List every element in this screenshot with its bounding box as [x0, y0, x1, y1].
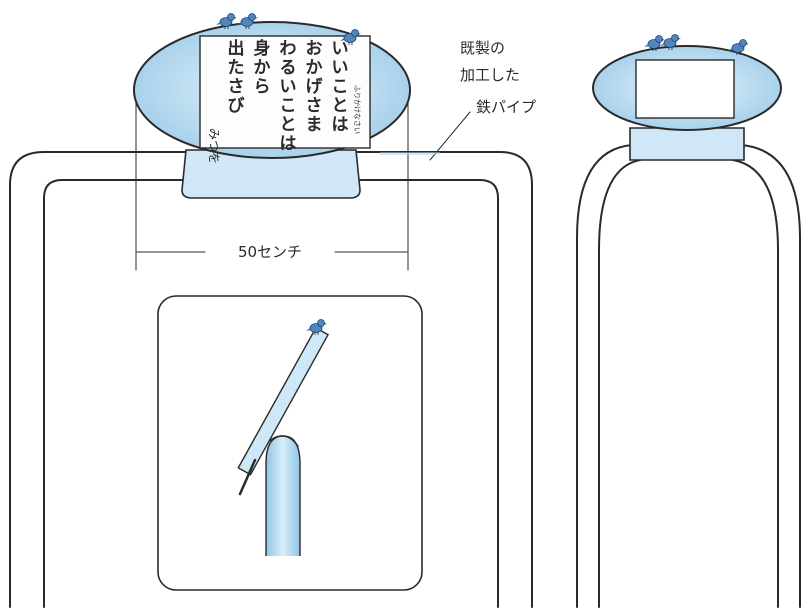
calligraphy-column: おかげさま	[306, 39, 324, 135]
sign-neck	[181, 149, 361, 199]
side-note: ふりかけなさい	[353, 85, 361, 134]
annotation-line-1: 既製の	[460, 39, 505, 57]
side-view-frame	[576, 45, 801, 608]
calligraphy-column: いいことは	[332, 39, 349, 135]
annotation-line-3: 鉄パイプ	[476, 98, 536, 116]
pipe-annotation: 既製の 加工した 鉄パイプ	[429, 39, 536, 161]
annotation-line-2: 加工した	[460, 66, 520, 84]
dimension-label: 50センチ	[238, 243, 302, 261]
calligraphy-column: 出たさび	[228, 38, 245, 116]
dimension-marker: 50センチ	[135, 99, 409, 271]
calligraphy-column: 身から	[254, 38, 271, 97]
calligraphy-card	[199, 35, 371, 149]
blank-card	[635, 59, 735, 119]
side-view-inset	[157, 295, 423, 591]
calligraphy-column: わるいことは	[280, 39, 297, 154]
signature: みつを	[207, 128, 221, 164]
